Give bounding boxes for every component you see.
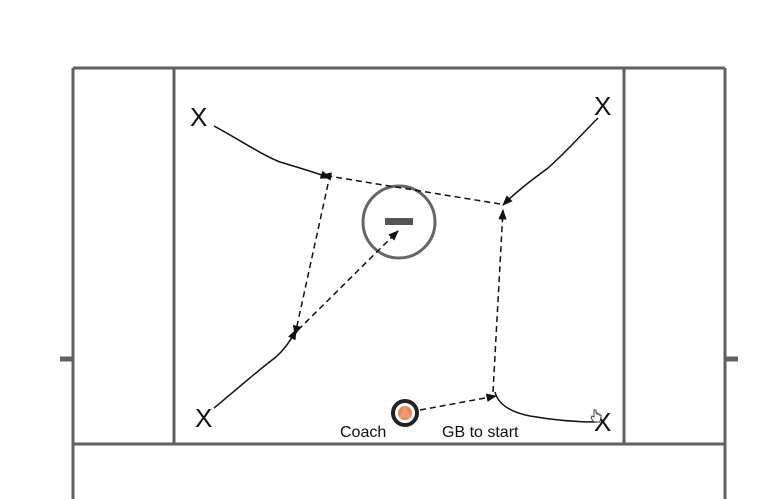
pass-coach-to-gb [419, 393, 498, 411]
coach-label: Coach [340, 424, 386, 441]
pass-top-left-to-bottom-left [292, 183, 329, 337]
shot-to-goal [297, 230, 399, 331]
coach-marker [391, 399, 419, 427]
minus-icon [385, 218, 413, 225]
hand-cursor-icon [590, 409, 602, 423]
run-bottom-right [494, 391, 597, 423]
passes [292, 172, 507, 411]
pass-gb-to-top-right [492, 208, 507, 393]
gb-label: GB to start [442, 424, 519, 441]
goal-crease [361, 184, 437, 260]
run-top-right [502, 117, 599, 206]
cone-icon [399, 405, 411, 418]
field-lines [60, 66, 738, 499]
player-top-left: X [190, 102, 207, 132]
player-bottom-left: X [195, 403, 212, 433]
pass-top-right-to-top-left [320, 172, 501, 205]
run-top-left [213, 125, 331, 179]
player-runs [213, 117, 599, 423]
run-bottom-left [213, 329, 297, 409]
player-top-right: X [594, 91, 611, 121]
